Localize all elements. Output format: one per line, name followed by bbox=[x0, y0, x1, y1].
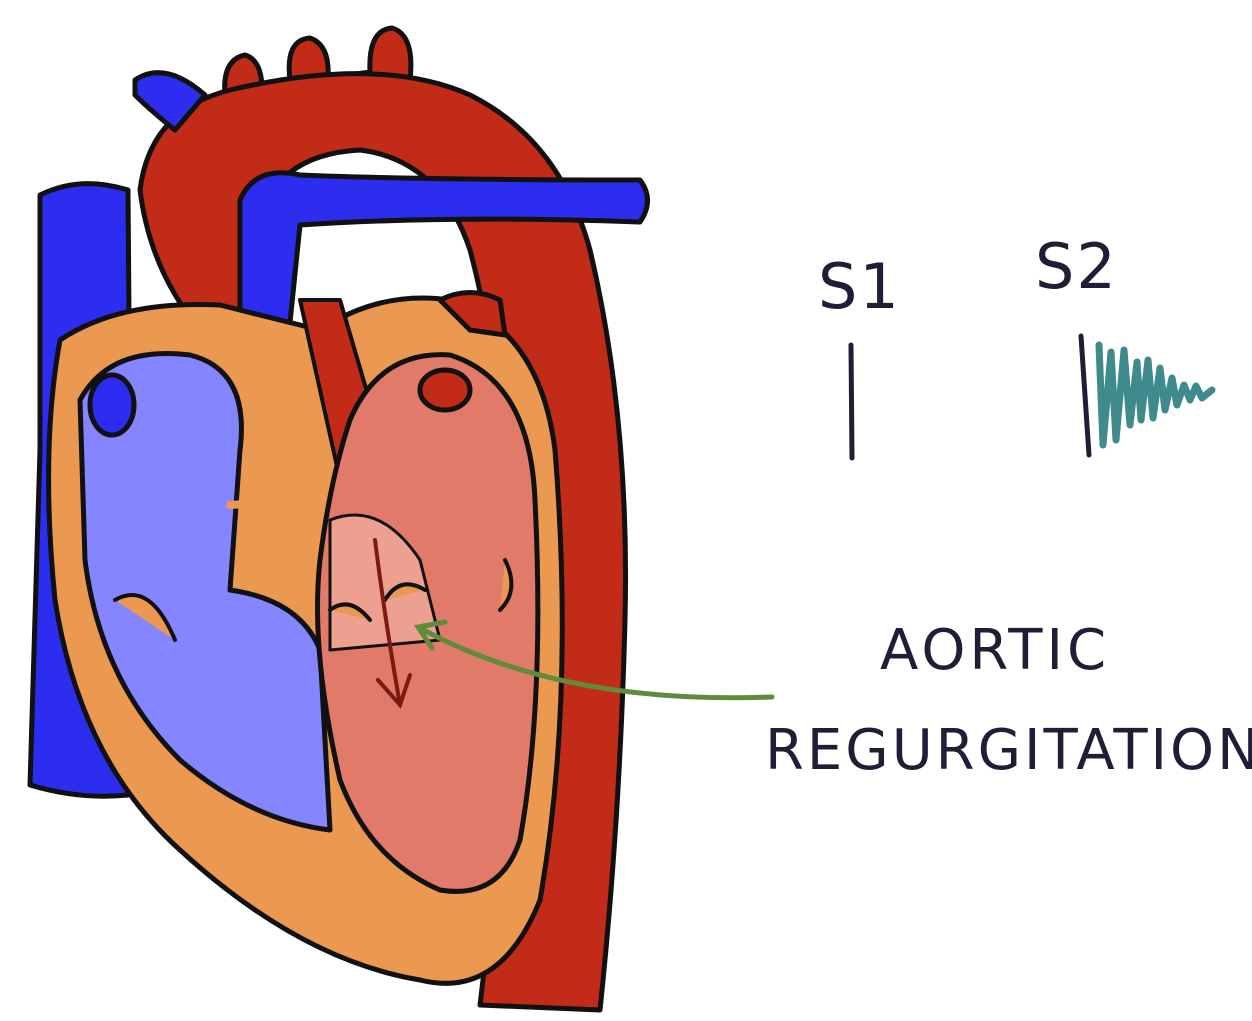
tricuspid-valve bbox=[113, 593, 177, 642]
s1-sound-mark bbox=[848, 342, 855, 461]
regurgitant-jet-arrow bbox=[373, 538, 412, 709]
pointer-arrow bbox=[413, 619, 775, 701]
condition-label-line1: AORTIC bbox=[880, 618, 1111, 683]
right-ventricle bbox=[77, 350, 333, 833]
aortic-valve-left bbox=[328, 602, 372, 622]
pulmonary-valve bbox=[226, 496, 304, 509]
diastolic-murmur bbox=[1095, 341, 1216, 449]
pulmonary-vein bbox=[437, 290, 508, 338]
mitral-valve bbox=[498, 558, 514, 612]
pulmonary-vein-opening bbox=[417, 367, 473, 413]
s1-label: S1 bbox=[818, 250, 901, 323]
aortic-valve-right bbox=[383, 582, 427, 602]
s2-label: S2 bbox=[1035, 230, 1118, 303]
brachiocephalic-vein bbox=[132, 70, 208, 133]
vena-cava-opening bbox=[87, 372, 137, 438]
condition-label-line2: REGURGITATION bbox=[765, 718, 1252, 783]
s2-sound-mark bbox=[1078, 333, 1092, 458]
